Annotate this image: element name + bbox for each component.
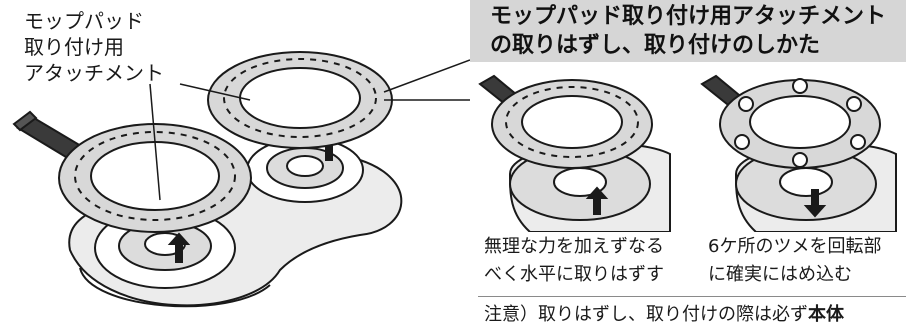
step-2-caption: 6ケ所のツメを回転部 に確実にはめ込む (708, 233, 881, 289)
caption-line: 6ケ所のツメを回転部 (708, 236, 882, 257)
caution-note-bold: 本体 (808, 304, 844, 325)
caption-line: べく水平に取りはずす (484, 264, 664, 285)
panel-title-line: の取りはずし、取り付けのしかた (490, 33, 821, 58)
device-illustration (12, 51, 471, 308)
callout-line: モップパッド (24, 9, 144, 33)
main-illustration: モップパッド 取り付け用 アタッチメント (12, 8, 471, 308)
front-rotor (94, 207, 236, 289)
leader-lines (149, 59, 471, 201)
attachment-callout: モップパッド 取り付け用 アタッチメント (24, 8, 164, 86)
caution-note: 注意）取りはずし、取り付けの際は必ず本体 (484, 302, 844, 328)
remove-attachment-figure (478, 74, 671, 232)
callout-line: 取り付け用 (24, 35, 124, 59)
caption-line: 無理な力を加えずなる (484, 236, 664, 257)
caution-note-text: 注意）取りはずし、取り付けの際は必ず (484, 304, 808, 325)
panel-title-line: モップパッド取り付け用アタッチメント (490, 4, 887, 29)
panel-title-bar: モップパッド取り付け用アタッチメント の取りはずし、取り付けのしかた (470, 0, 906, 62)
step-2-illustration (696, 64, 906, 232)
step-1-caption: 無理な力を加えずなる べく水平に取りはずす (484, 233, 664, 289)
caption-line: に確実にはめ込む (708, 264, 852, 285)
instruction-panel: モップパッド取り付け用アタッチメント の取りはずし、取り付けのしかた (470, 0, 906, 332)
rear-attachment-ring (207, 51, 393, 149)
panel-divider (478, 296, 906, 297)
attach-attachment-figure (700, 74, 897, 232)
callout-line: アタッチメント (24, 61, 164, 85)
front-attachment-ring (58, 123, 252, 233)
step-1-illustration (470, 64, 680, 232)
